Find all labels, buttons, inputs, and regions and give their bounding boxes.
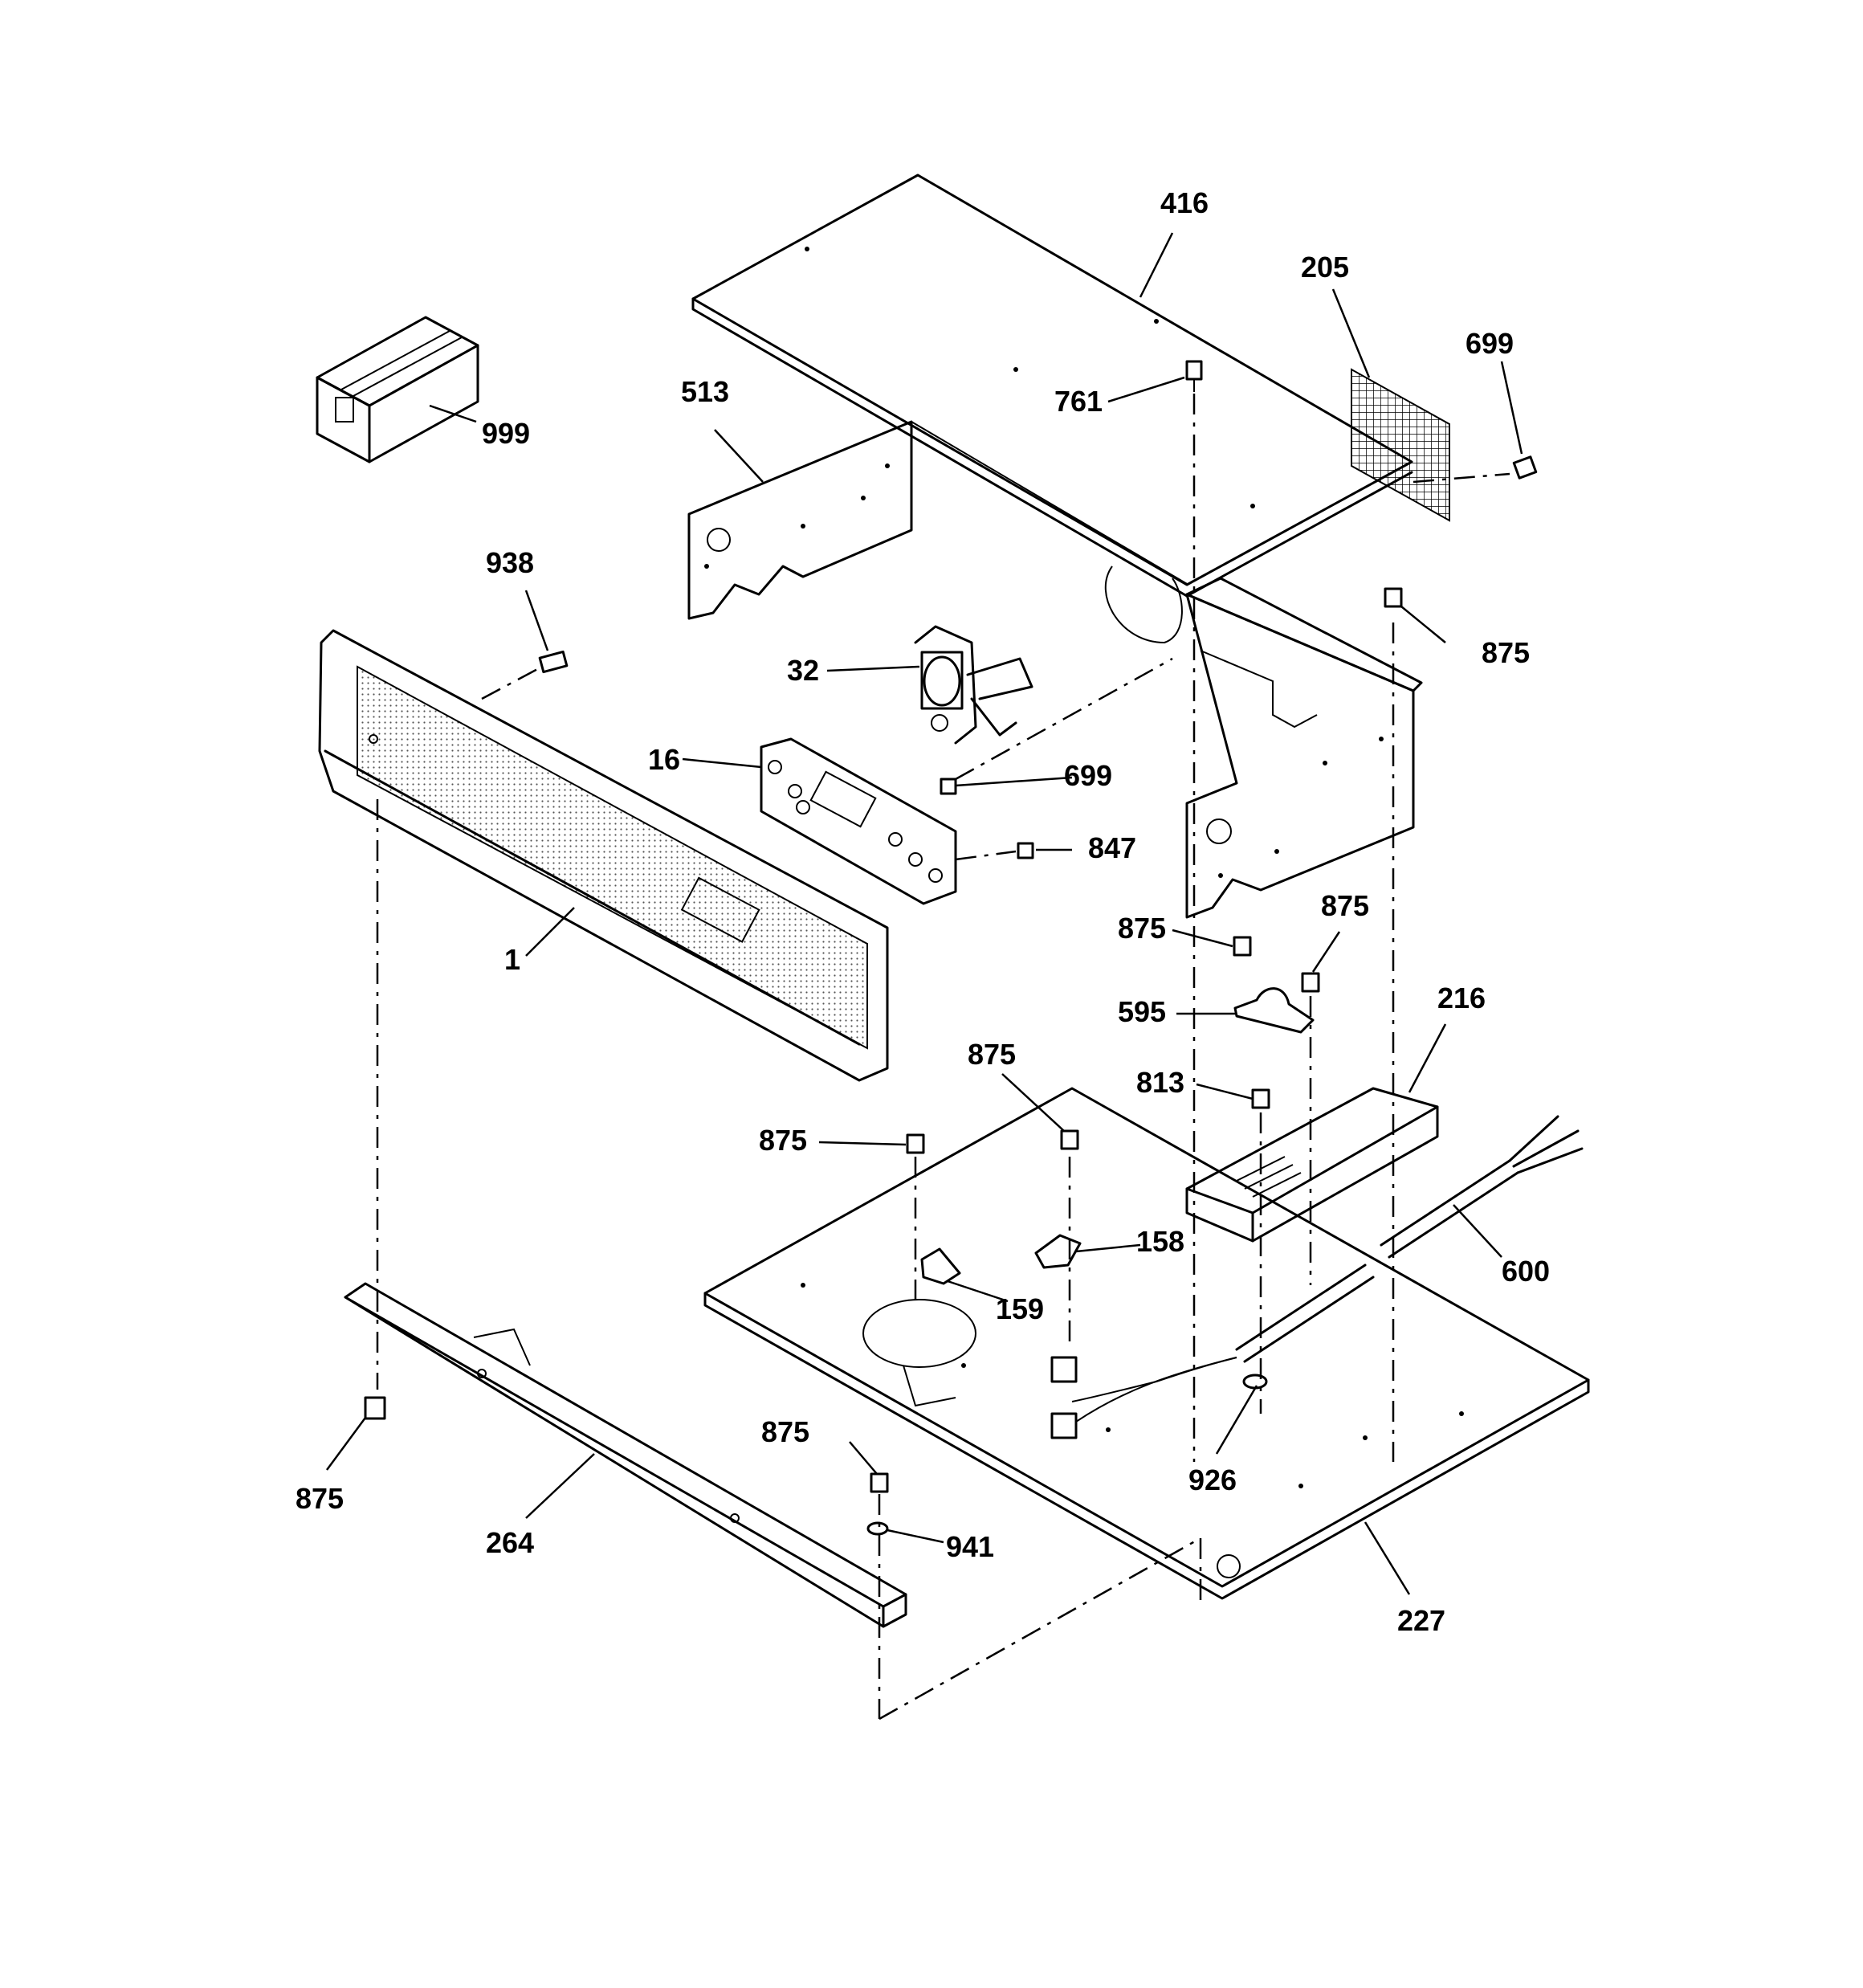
screw-847	[1017, 842, 1034, 859]
thermostat-158	[1034, 1234, 1082, 1269]
label-264: 264	[486, 1526, 534, 1559]
screw-875-d	[1060, 1129, 1079, 1150]
bottom-plate-227	[703, 1087, 1590, 1600]
label-158: 158	[1136, 1225, 1184, 1258]
side-panel-513	[687, 420, 1189, 620]
clip-938	[538, 650, 569, 674]
literature-package-999	[316, 316, 479, 463]
label-159: 159	[996, 1292, 1044, 1325]
label-416: 416	[1160, 186, 1209, 219]
screen-205	[1351, 368, 1450, 522]
terminal-cover-216	[1185, 1087, 1439, 1243]
fan-motor-32	[914, 625, 1033, 745]
screw-699b	[940, 778, 957, 795]
label-699b: 699	[1064, 759, 1112, 792]
screw-875-right	[1384, 587, 1403, 608]
washer-926	[1242, 1374, 1268, 1390]
label-941: 941	[946, 1530, 994, 1563]
control-panel-1	[318, 629, 889, 1082]
clip-941	[866, 1521, 889, 1536]
control-board-16	[760, 737, 957, 905]
screw-761	[1185, 360, 1203, 392]
label-216: 216	[1437, 982, 1486, 1014]
label-847: 847	[1088, 831, 1136, 864]
label-699a: 699	[1466, 327, 1514, 360]
screw-699a	[1512, 455, 1538, 480]
top-panel-416	[691, 173, 1413, 598]
bracket-264	[344, 1282, 907, 1628]
label-938: 938	[486, 546, 534, 579]
screw-875-c	[1301, 972, 1320, 993]
screw-875-g	[870, 1472, 889, 1493]
label-875d: 875	[968, 1038, 1016, 1071]
power-cord-600	[1050, 1115, 1584, 1439]
label-813: 813	[1136, 1066, 1184, 1099]
label-600: 600	[1502, 1255, 1550, 1288]
label-32: 32	[787, 654, 819, 687]
side-panel-right	[1185, 577, 1423, 919]
screw-875-b	[1233, 936, 1252, 957]
label-227: 227	[1397, 1604, 1445, 1637]
screw-813	[1251, 1088, 1270, 1109]
label-513: 513	[681, 375, 729, 408]
label-16: 16	[648, 743, 680, 776]
label-999: 999	[482, 417, 530, 450]
label-875g: 875	[761, 1415, 809, 1448]
label-205: 205	[1301, 251, 1349, 284]
label-875b: 875	[1118, 912, 1166, 945]
label-875a: 875	[1482, 636, 1530, 669]
label-875f: 875	[296, 1482, 344, 1515]
label-875e: 875	[759, 1124, 807, 1157]
thermostat-159	[920, 1247, 961, 1285]
screw-875-f	[364, 1396, 386, 1420]
label-761: 761	[1054, 385, 1103, 418]
label-595: 595	[1118, 995, 1166, 1028]
screw-875-e	[906, 1133, 925, 1154]
label-926: 926	[1188, 1463, 1237, 1496]
label-1: 1	[504, 943, 520, 976]
label-875c: 875	[1321, 889, 1369, 922]
cord-clamp-595	[1233, 987, 1315, 1034]
